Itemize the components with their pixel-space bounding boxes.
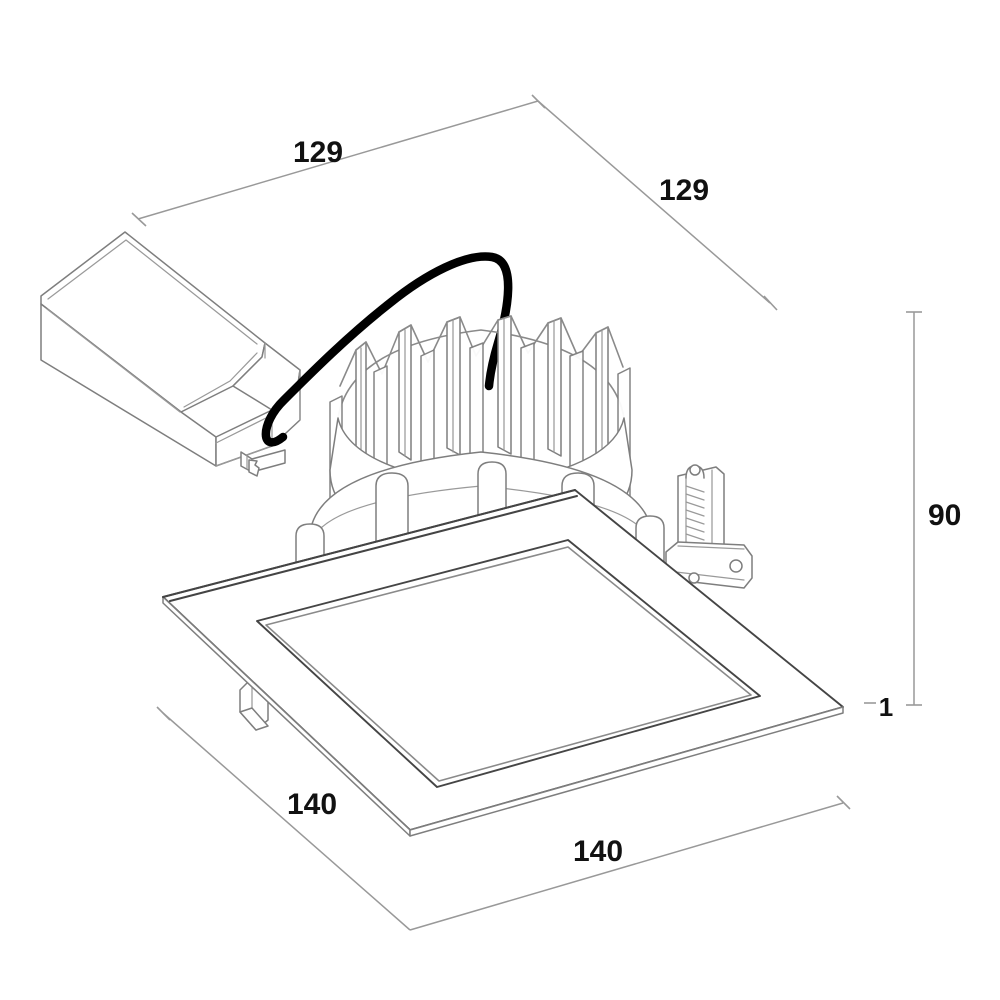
dimension-height-right <box>906 311 922 706</box>
driver-connector <box>240 449 286 477</box>
spring-clip-right <box>665 464 753 589</box>
dimension-labels-group: 129 129 90 1 140 140 <box>287 136 961 868</box>
dimension-label-width-bottom-left: 140 <box>287 788 337 821</box>
bezel-edge-right <box>409 706 844 837</box>
dimension-label-depth-top-right: 129 <box>659 174 709 207</box>
dimension-lines-group <box>131 94 922 931</box>
dimension-label-height-right: 90 <box>928 499 961 532</box>
square-bezel <box>162 489 844 837</box>
light-aperture <box>256 539 761 788</box>
led-driver <box>40 231 301 477</box>
heat-sink-fin-seams <box>360 317 603 467</box>
dimension-depth-top-right <box>537 100 778 311</box>
dimension-label-depth-top-left: 129 <box>293 136 343 169</box>
bezel-edge-highlight <box>162 489 576 598</box>
dimension-label-bezel-thickness: 1 <box>879 692 893 722</box>
dimension-width-bottom-right <box>409 795 851 931</box>
dimension-width-bottom-left <box>156 706 411 931</box>
dimension-label-width-bottom-right: 140 <box>573 835 623 868</box>
